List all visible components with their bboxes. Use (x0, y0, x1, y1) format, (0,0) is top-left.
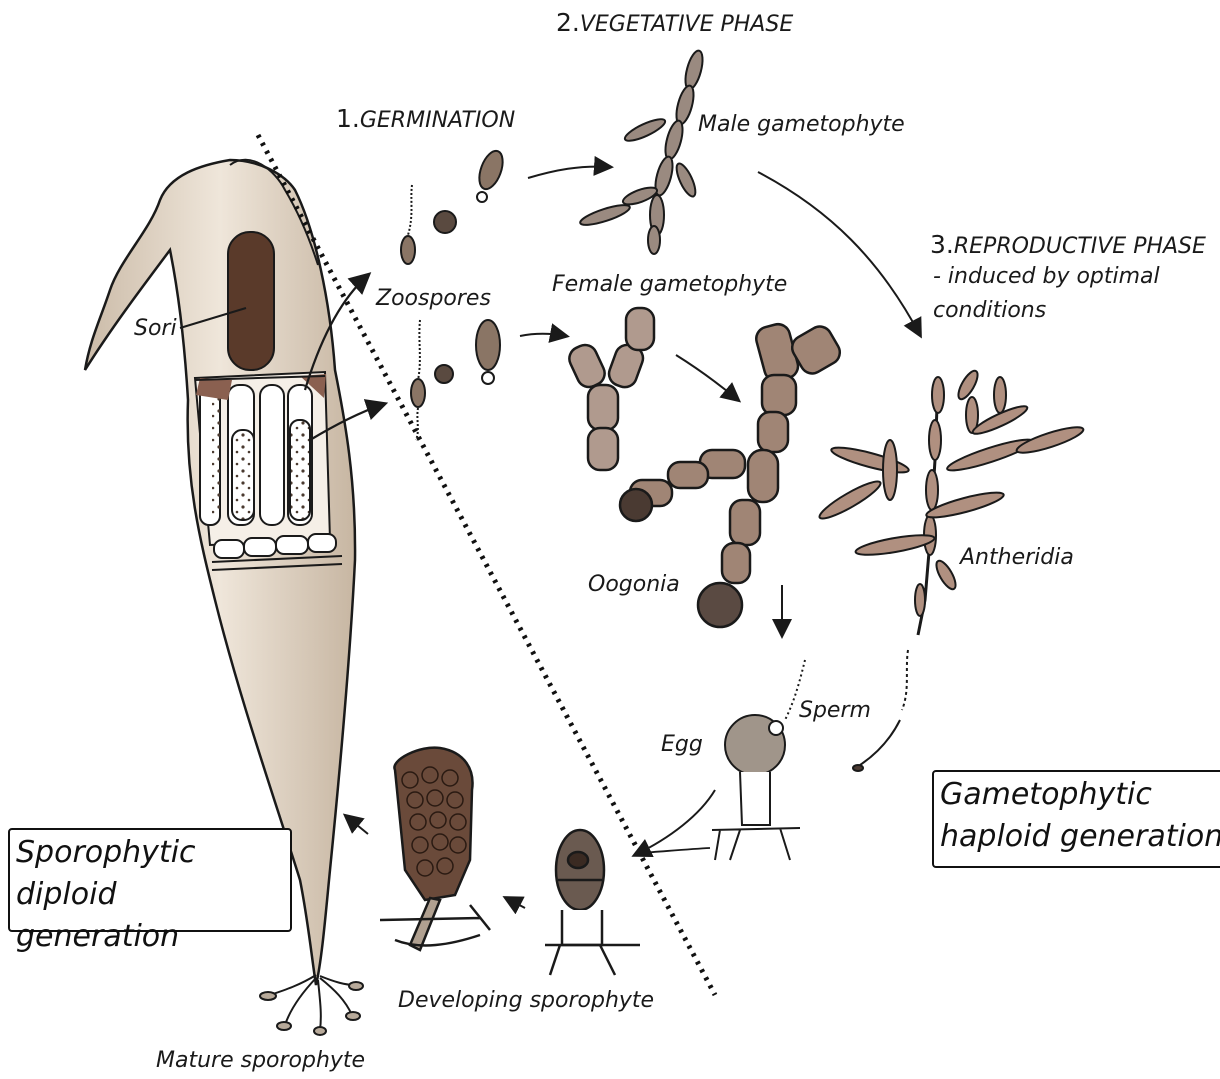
arrow-to-female-gametophyte (520, 334, 566, 336)
germination-number: 1. (336, 104, 360, 133)
reproductive-phase-title: REPRODUCTIVE PHASE (954, 234, 1206, 259)
reproductive-note-line2: conditions (933, 298, 1046, 323)
arrow-to-male-gametophyte (528, 167, 610, 178)
arrow-to-reproductive-phase (758, 172, 920, 335)
sori-cross-section (195, 372, 342, 570)
developing-sporophyte-label: Developing sporophyte (398, 988, 654, 1013)
reproductive-phase-heading: 3.REPRODUCTIVE PHASE (930, 230, 1206, 259)
sporophytic-generation-box: Sporophytic diploid generation (8, 828, 292, 932)
zoospores-label: Zoospores (376, 286, 491, 311)
egg-fertilization-drawing (712, 715, 800, 860)
vegetative-phase-heading: 2.VEGETATIVE PHASE (556, 8, 793, 37)
egg-label: Egg (661, 732, 703, 757)
sporophytic-line2: diploid generation (16, 874, 284, 958)
gametophytic-line2: haploid generation (940, 816, 1220, 858)
arrow-egg-side (640, 848, 710, 853)
holdfast (260, 975, 363, 1035)
vegetative-phase-title: VEGETATIVE PHASE (580, 12, 793, 37)
vegetative-phase-number: 2. (556, 8, 580, 37)
female-gametophyte-label: Female gametophyte (552, 272, 787, 297)
male-gametophyte-label: Male gametophyte (698, 112, 905, 137)
male-gametophyte-drawing (578, 49, 706, 254)
germination-title: GERMINATION (360, 108, 515, 133)
mature-sporophyte-label: Mature sporophyte (156, 1048, 365, 1073)
antheridia-label: Antheridia (960, 545, 1074, 570)
sporophytic-line1: Sporophytic (16, 832, 284, 874)
female-gametophyte-drawing (565, 308, 654, 470)
arrow-female-to-oogonia (676, 355, 738, 400)
sperm-label: Sperm (799, 698, 871, 723)
arrow-young-to-mature (346, 816, 368, 834)
antheridia-drawing (816, 368, 1085, 635)
sori-patch (228, 232, 274, 370)
germination-heading: 1.GERMINATION (336, 104, 515, 133)
young-sporophyte-drawing (380, 748, 490, 950)
gametophytic-generation-box: Gametophytic haploid generation (932, 770, 1220, 868)
sori-label: Sori (134, 316, 177, 341)
reproductive-phase-number: 3. (930, 230, 954, 259)
oogonia-label: Oogonia (588, 572, 680, 597)
arrow-zygote-to-young-sporophyte (506, 898, 525, 908)
arrow-egg-to-zygote (635, 790, 715, 855)
gametophytic-line1: Gametophytic (940, 774, 1220, 816)
zygote-drawing (545, 830, 640, 975)
reproductive-note-line1: - induced by optimal (933, 264, 1160, 289)
